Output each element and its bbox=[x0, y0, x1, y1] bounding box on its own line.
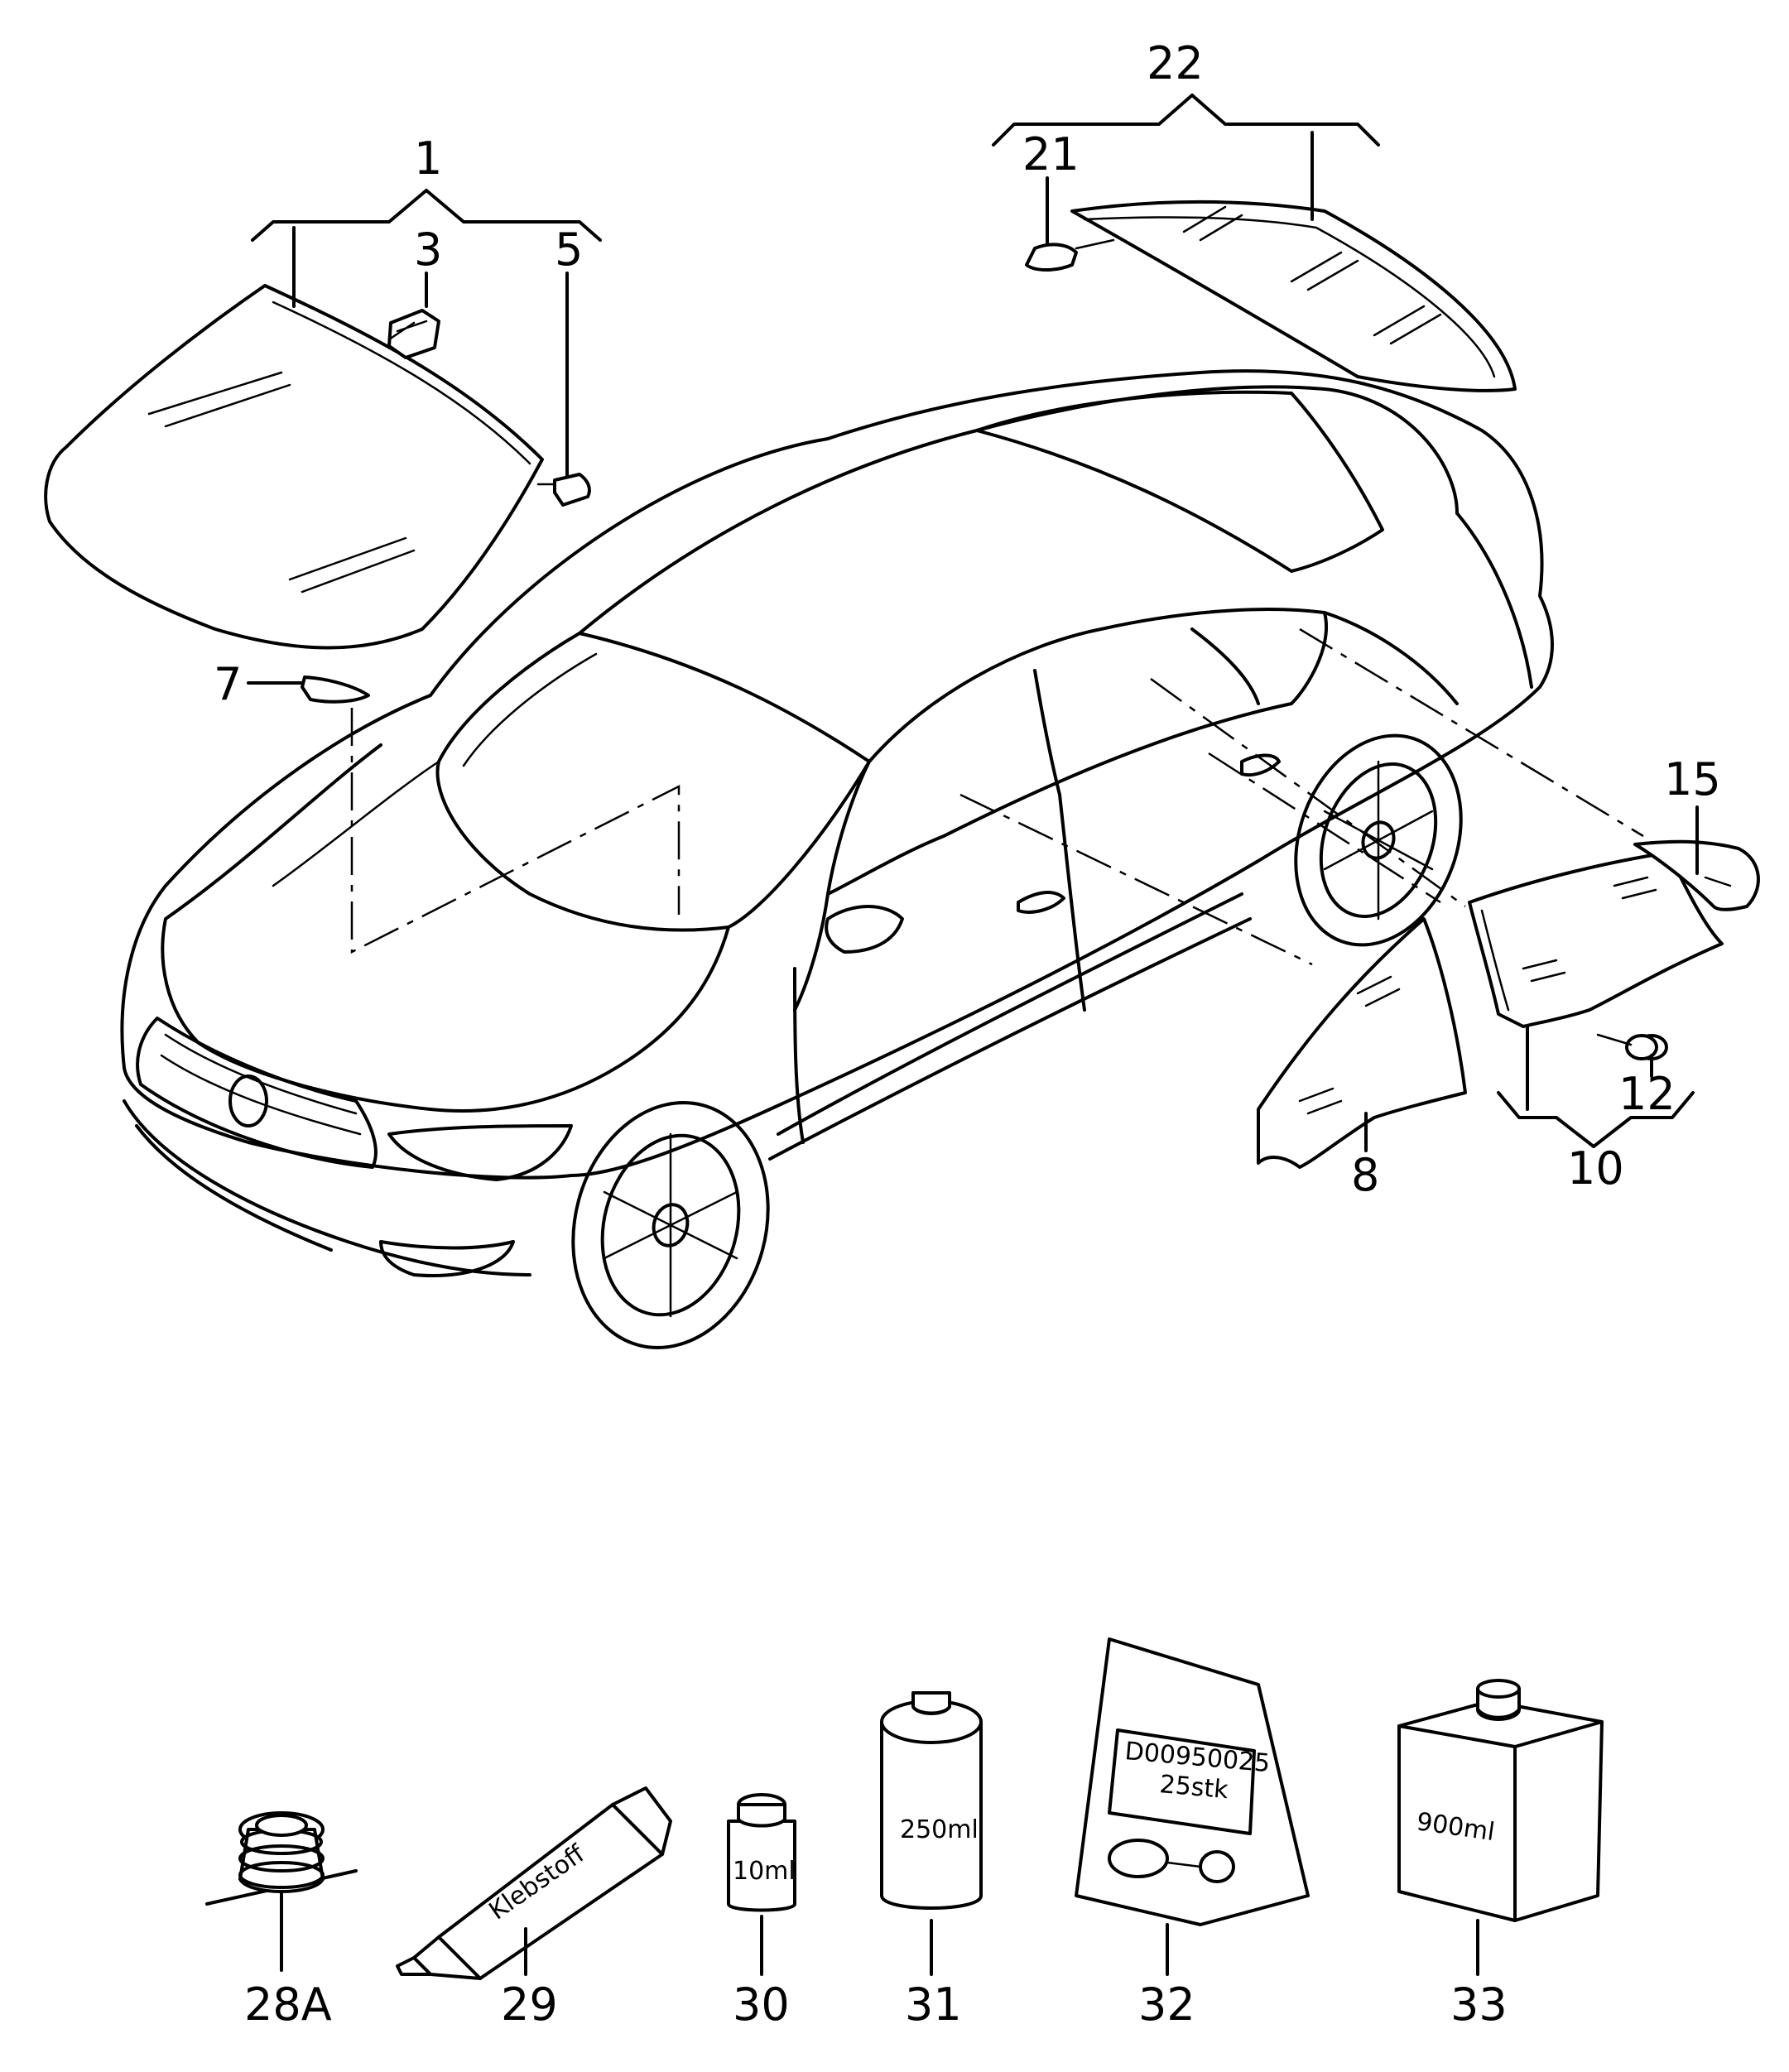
callout-7: 7 bbox=[214, 658, 242, 710]
leader-lines bbox=[247, 94, 1699, 1152]
callout-31: 31 bbox=[905, 1978, 962, 2031]
jug-33: 900ml bbox=[1397, 1679, 1604, 1976]
clip-part-7 bbox=[301, 675, 370, 704]
bag-32: D00950025 25stk bbox=[1075, 1637, 1310, 1976]
callout-15: 15 bbox=[1664, 753, 1721, 805]
callout-numbers: 1 3 5 7 21 22 15 12 8 10 28A 29 30 31 32… bbox=[214, 37, 1721, 2031]
sensor-part-5 bbox=[553, 473, 591, 507]
car-body bbox=[120, 369, 1554, 1277]
callout-28a: 28A bbox=[244, 1978, 332, 2031]
rear-window-part bbox=[1070, 200, 1517, 392]
quarter-glass-part bbox=[1633, 839, 1760, 911]
callout-22: 22 bbox=[1147, 37, 1204, 89]
front-door-glass-part bbox=[1257, 917, 1467, 1169]
callout-33: 33 bbox=[1450, 1978, 1508, 2031]
callout-5: 5 bbox=[555, 224, 583, 276]
sealing-cone-28a bbox=[205, 1811, 358, 1972]
front-wheel bbox=[571, 1101, 770, 1349]
callout-3: 3 bbox=[414, 224, 442, 276]
windshield-part bbox=[44, 284, 544, 650]
small-bottle-30: 10ml bbox=[727, 1793, 796, 1976]
callout-32: 32 bbox=[1138, 1978, 1195, 2031]
callout-29: 29 bbox=[501, 1978, 558, 2031]
callout-12: 12 bbox=[1618, 1068, 1676, 1120]
adhesive-tube-29: Klebstoff bbox=[396, 1786, 672, 1980]
clip-part-21 bbox=[1025, 243, 1078, 272]
can-label: 250ml bbox=[900, 1815, 979, 1844]
buffer-part-12 bbox=[1625, 1034, 1668, 1060]
callout-1: 1 bbox=[414, 132, 442, 185]
callout-10: 10 bbox=[1567, 1142, 1624, 1195]
callout-30: 30 bbox=[733, 1978, 790, 2031]
bag-qty-label: 25stk bbox=[1158, 1770, 1229, 1805]
callout-8: 8 bbox=[1351, 1149, 1379, 1201]
rear-door-glass-part bbox=[1468, 851, 1724, 1028]
callout-21: 21 bbox=[1022, 128, 1080, 180]
can-31: 250ml bbox=[880, 1691, 983, 1976]
bottle-label: 10ml bbox=[733, 1857, 796, 1886]
